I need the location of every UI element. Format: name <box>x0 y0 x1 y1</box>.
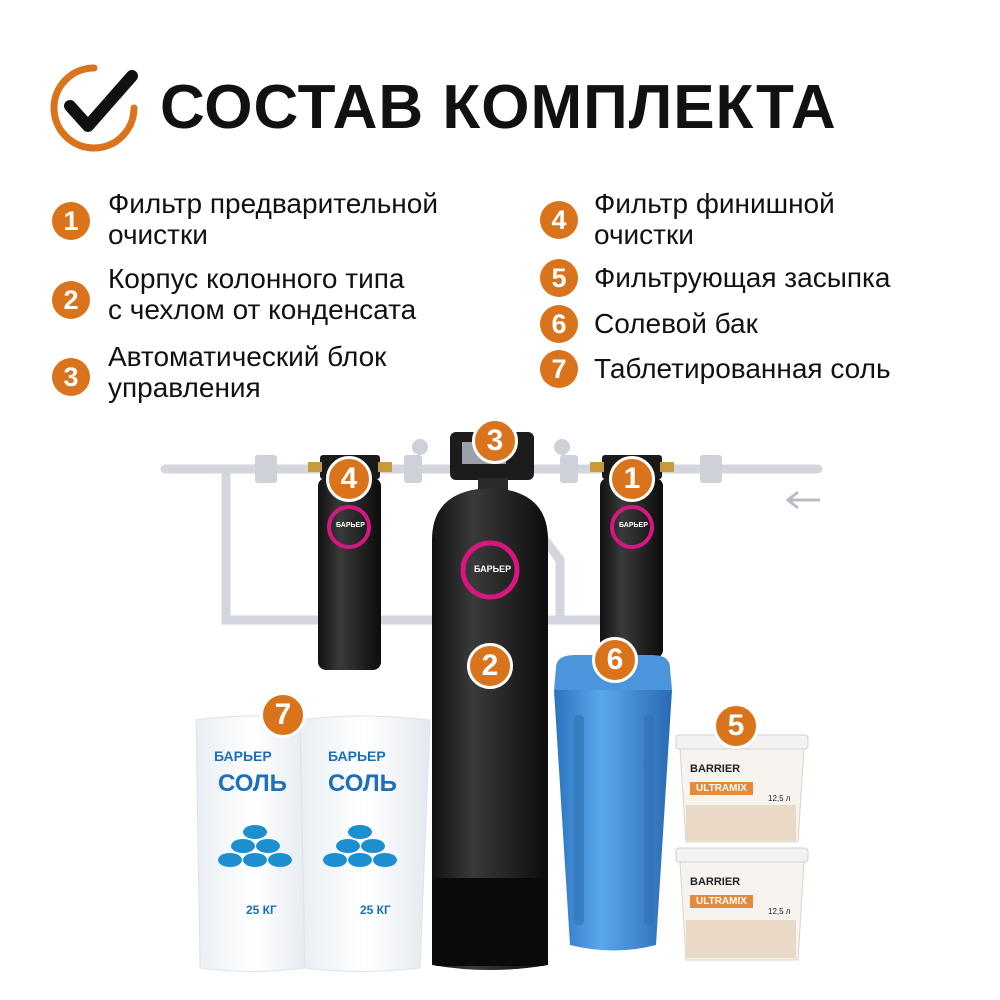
bucket-volume: 12,5 л <box>768 907 791 916</box>
list-item: 6 Солевой бак <box>540 305 758 343</box>
tank-logo-text: БАРЬЕР <box>474 564 512 574</box>
item-label: Таблетированная соль <box>594 353 891 384</box>
item-number: 4 <box>540 201 578 239</box>
item-number: 6 <box>540 305 578 343</box>
bucket-volume: 12,5 л <box>768 794 791 803</box>
item-number: 7 <box>540 350 578 388</box>
badge-main-column: 2 <box>467 643 513 689</box>
bucket-brand: BARRIER <box>690 763 741 775</box>
bucket-product: ULTRAMIX <box>690 895 753 908</box>
item-number: 1 <box>52 202 90 240</box>
badge-fine-filter: 4 <box>326 456 372 502</box>
salt-bag-brand: БАРЬЕР <box>328 748 386 764</box>
badge-control-head: 3 <box>472 418 518 464</box>
badge-salt: 7 <box>260 692 306 738</box>
filter-logo-text: БАРЬЕР <box>619 522 648 529</box>
badge-brine-tank: 6 <box>592 637 638 683</box>
item-label: Фильтрующая засыпка <box>594 262 891 293</box>
item-number: 2 <box>52 281 90 319</box>
brine-tank <box>554 655 672 951</box>
salt-bag-word: СОЛЬ <box>328 770 397 797</box>
valves <box>255 439 722 483</box>
salt-bag-word: СОЛЬ <box>218 770 287 797</box>
bucket-brand: BARRIER <box>690 876 741 888</box>
item-label: Солевой бак <box>594 308 758 339</box>
salt-bag-brand: БАРЬЕР <box>214 748 272 764</box>
badge-prefilter: 1 <box>609 456 655 502</box>
filter-logo-text: БАРЬЕР <box>336 522 365 529</box>
flow-arrow-icon <box>785 490 820 510</box>
main-column <box>432 488 548 970</box>
media-bucket-bottom <box>675 847 809 961</box>
salt-bag-right <box>299 715 431 972</box>
bucket-product: ULTRAMIX <box>690 782 753 795</box>
checkmark-logo-icon <box>50 64 138 152</box>
salt-bag-weight: 25 КГ <box>246 903 277 917</box>
salt-bag-weight: 25 КГ <box>360 903 391 917</box>
list-item: 5 Фильтрующая засыпка <box>540 259 890 297</box>
media-bucket-top <box>675 734 809 843</box>
item-number: 3 <box>52 358 90 396</box>
item-number: 5 <box>540 259 578 297</box>
page-title: СОСТАВ КОМПЛЕКТА <box>160 73 837 142</box>
badge-media: 5 <box>713 703 759 749</box>
list-item: 7 Таблетированная соль <box>540 350 891 388</box>
